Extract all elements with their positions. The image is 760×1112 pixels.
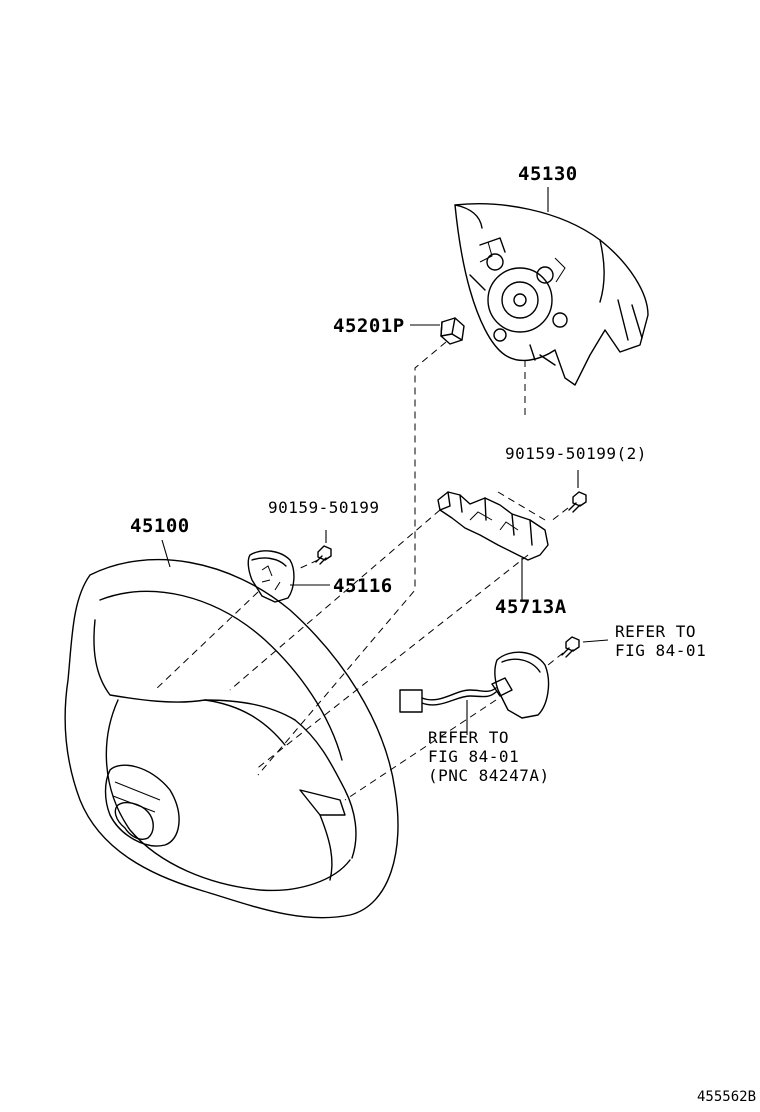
switch-assembly xyxy=(399,636,580,719)
bolt-left xyxy=(315,545,332,565)
label-45100: 45100 xyxy=(130,515,190,537)
refer-lower-line2: FIG 84-01 xyxy=(428,747,519,766)
refer-lower-line1: REFER TO xyxy=(428,728,509,747)
label-90159-50199: 90159-50199 xyxy=(268,498,379,517)
leader-lines xyxy=(161,187,609,735)
label-45130: 45130 xyxy=(518,163,578,185)
assembly-dashed-lines xyxy=(154,341,569,801)
label-90159-50199-2: 90159-50199(2) xyxy=(505,444,647,463)
refer-upper-line2: FIG 84-01 xyxy=(615,641,706,660)
refer-upper-line1: REFER TO xyxy=(615,622,696,641)
label-45713A: 45713A xyxy=(495,596,567,618)
label-45116: 45116 xyxy=(333,575,393,597)
refer-lower-line3: (PNC 84247A) xyxy=(428,766,550,785)
bracket-45713A xyxy=(437,491,549,561)
nut-45201P xyxy=(440,317,465,345)
illustration-id: 455562B xyxy=(697,1089,756,1105)
steering-wheel xyxy=(64,559,399,919)
bolt-right xyxy=(568,491,587,513)
cover-45116 xyxy=(247,550,295,603)
label-45201P: 45201P xyxy=(333,315,405,337)
airbag-assembly xyxy=(454,203,649,386)
